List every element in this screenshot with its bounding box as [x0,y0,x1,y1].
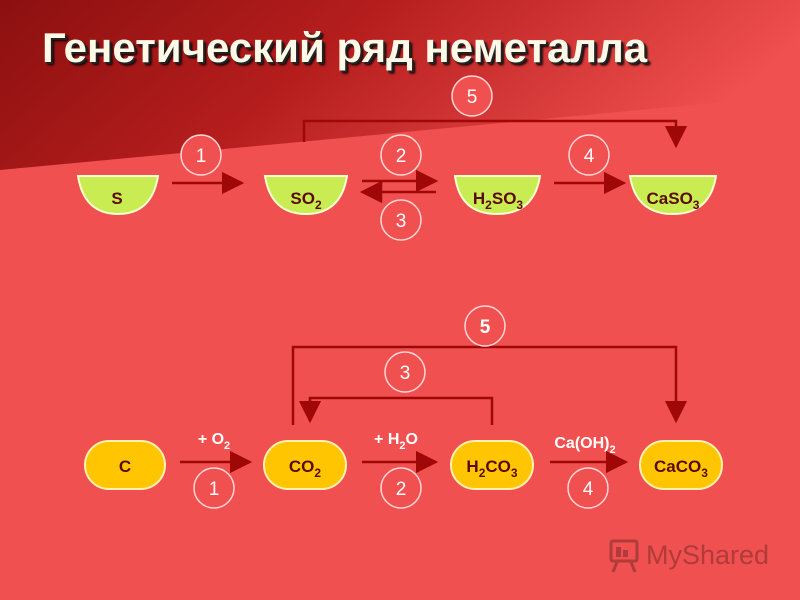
pill-co2 [263,440,347,490]
page-title: Генетический ряд неметалла [42,24,648,71]
carbon-step-circle-2: 2 [380,467,422,509]
step-circle-5: 5 [451,75,493,117]
svg-text:1: 1 [209,479,220,500]
sulfur-chain: S SO2 H2SO3 CaSO3 1 2 3 4 5 [76,75,718,241]
svg-text:2: 2 [396,146,407,167]
watermark: MyShared [608,536,770,576]
carbon-step-circle-1: 1 [193,467,235,509]
arrow-so2-caso3 [302,119,688,149]
formula-so2: SO2 [290,189,322,212]
svg-text:4: 4 [584,146,595,167]
carbon-step-circle-4: 4 [567,467,609,509]
pill-c [84,440,166,490]
svg-text:5: 5 [480,317,491,338]
pill-caco3 [639,440,723,490]
arrow-h2co3-co2 [298,396,494,425]
svg-text:3: 3 [400,363,411,384]
carbon-step-circle-5: 5 [464,305,506,347]
carbon-step-circle-3: 3 [384,351,426,393]
svg-text:2: 2 [396,479,407,500]
svg-text:5: 5 [467,87,478,108]
bowl-caso3 [628,175,718,216]
svg-text:1: 1 [196,146,207,167]
watermark-text: MyShared [646,540,770,570]
formula-co2: CO2 [289,457,322,480]
formula-h2so3: H2SO3 [473,189,524,212]
arrow-co2-caco3 [291,345,688,425]
step-circle-2: 2 [380,134,422,176]
svg-text:3: 3 [396,211,407,232]
step-circle-4: 4 [568,134,610,176]
bowl-s [76,175,160,216]
reagent-4: Ca(OH)2 [554,435,615,456]
formula-c: C [119,457,131,476]
reagent-1: + O2 [198,431,230,452]
svg-text:4: 4 [583,479,594,500]
formula-caco3: CaCO3 [654,457,708,480]
step-circle-3: 3 [380,199,422,241]
carbon-chain: C CO2 H2CO3 CaCO3 + O2 + H2O Ca(OH)2 1 2… [84,305,723,509]
presentation-screen-icon [609,539,639,573]
formula-caso3: CaSO3 [647,189,700,212]
pill-h2co3 [450,440,534,490]
title-band [0,0,800,170]
bowl-h2so3 [453,175,542,216]
step-circle-1: 1 [180,134,222,176]
formula-h2co3: H2CO3 [466,457,517,480]
bowl-so2 [263,175,349,216]
formula-s: S [111,189,122,208]
reagent-2: + H2O [374,431,418,452]
